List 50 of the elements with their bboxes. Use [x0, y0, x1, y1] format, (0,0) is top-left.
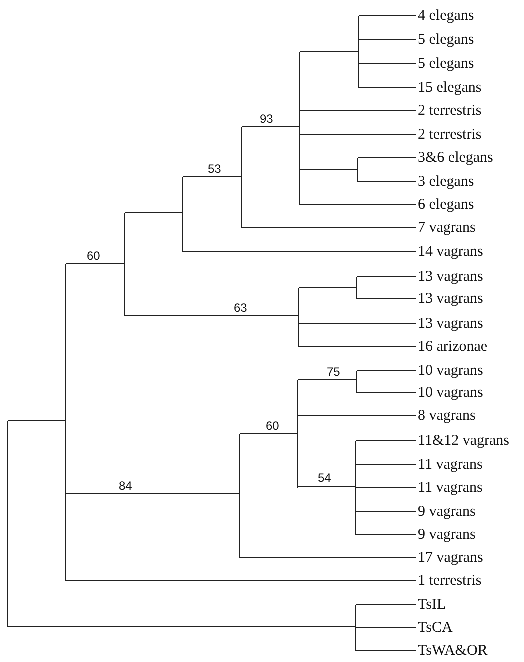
branch-line [356, 276, 416, 278]
taxon-label: 6 elegans [418, 196, 474, 214]
taxon-label: 11 vagrans [418, 479, 483, 497]
branch-line [356, 440, 416, 442]
taxon-label: 3 elegans [418, 173, 474, 191]
taxon-label: 9 vagrans [418, 503, 476, 521]
bootstrap-value: 53 [208, 163, 222, 176]
branch-line [356, 392, 416, 394]
branch-line [356, 534, 416, 536]
taxon-label: 10 vagrans [418, 384, 484, 402]
branch-line [300, 134, 416, 136]
taxon-label: TsWA&OR [418, 642, 488, 660]
branch-line [300, 110, 416, 112]
taxon-label: 11 vagrans [418, 456, 483, 474]
bootstrap-value: 60 [87, 250, 100, 263]
taxon-label: 5 elegans [418, 55, 474, 73]
taxon-label: 13 vagrans [418, 290, 484, 308]
taxon-label: 13 vagrans [418, 315, 484, 333]
branch-line [356, 298, 416, 300]
bootstrap-value: 63 [234, 302, 248, 315]
taxon-label: 11&12 vagrans [418, 432, 510, 450]
branch-line [300, 204, 416, 206]
branch-line [356, 464, 416, 466]
branch-line [356, 650, 416, 652]
taxon-label: 17 vagrans [418, 549, 484, 567]
branch-line [356, 604, 416, 606]
bootstrap-value: 75 [327, 366, 340, 379]
taxon-label: 5 elegans [418, 31, 474, 49]
taxon-label: 8 vagrans [418, 407, 476, 425]
taxon-label: 7 vagrans [418, 219, 476, 237]
taxon-label: TsCA [418, 619, 453, 637]
branch-line [356, 370, 416, 372]
taxon-label: 16 arizonae [418, 338, 488, 356]
branch-line [298, 346, 416, 348]
taxon-label: 10 vagrans [418, 362, 484, 380]
bootstrap-value: 60 [266, 420, 280, 433]
taxon-label: 4 elegans [418, 7, 474, 25]
taxon-label: 14 vagrans [418, 243, 484, 261]
taxon-label: 9 vagrans [418, 526, 476, 544]
taxon-label: 3&6 elegans [418, 149, 494, 167]
taxon-label: TsIL [418, 596, 446, 614]
taxon-label: 2 terrestris [418, 102, 482, 120]
taxon-label: 1 terrestris [418, 572, 482, 590]
bootstrap-value: 93 [260, 113, 274, 126]
taxon-label: 15 elegans [418, 79, 482, 97]
taxon-label: 13 vagrans [418, 268, 484, 286]
bootstrap-value: 54 [318, 472, 332, 485]
bootstrap-value: 84 [119, 480, 132, 493]
branch-line [66, 580, 416, 582]
taxon-label: 2 terrestris [418, 126, 482, 144]
